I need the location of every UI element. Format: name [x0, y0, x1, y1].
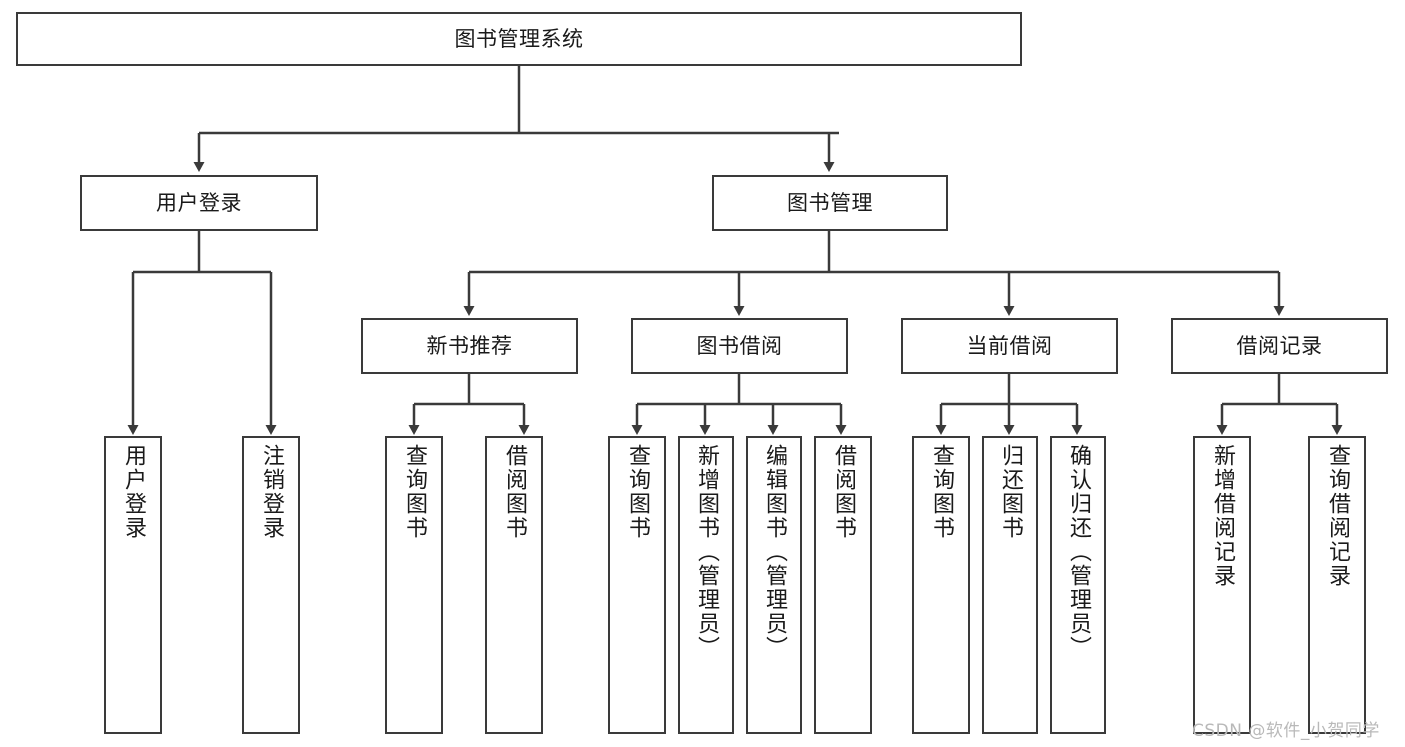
node-root-label: 图书管理系统 — [454, 26, 584, 51]
node-leaf-return-book-label: 归还图书 — [998, 444, 1023, 540]
node-leaf-borrow-book-1[interactable]: 借阅图书 — [485, 436, 543, 734]
node-new-book-recommend-label: 新书推荐 — [426, 333, 513, 358]
node-leaf-edit-book-label: 编辑图书（管理员） — [762, 444, 787, 660]
node-leaf-query-book-2-label: 查询图书 — [625, 444, 650, 540]
node-borrow-record-label: 借阅记录 — [1236, 333, 1323, 358]
node-borrow-record[interactable]: 借阅记录 — [1171, 318, 1388, 374]
node-leaf-add-book[interactable]: 新增图书（管理员） — [678, 436, 734, 734]
node-leaf-logout-login[interactable]: 注销登录 — [242, 436, 300, 734]
node-book-management-label: 图书管理 — [787, 190, 873, 215]
node-leaf-user-login-label: 用户登录 — [121, 444, 146, 540]
node-current-borrow[interactable]: 当前借阅 — [901, 318, 1118, 374]
node-leaf-query-borrow-record-label: 查询借阅记录 — [1325, 444, 1350, 588]
node-leaf-query-book-1-label: 查询图书 — [402, 444, 427, 540]
node-leaf-logout-login-label: 注销登录 — [259, 444, 284, 540]
node-leaf-borrow-book-2-label: 借阅图书 — [831, 444, 856, 540]
node-root[interactable]: 图书管理系统 — [16, 12, 1022, 66]
node-leaf-confirm-return[interactable]: 确认归还（管理员） — [1050, 436, 1106, 734]
node-leaf-query-book-3[interactable]: 查询图书 — [912, 436, 970, 734]
node-leaf-confirm-return-label: 确认归还（管理员） — [1066, 444, 1091, 660]
node-leaf-add-book-label: 新增图书（管理员） — [694, 444, 719, 660]
node-leaf-query-book-3-label: 查询图书 — [929, 444, 954, 540]
node-leaf-add-borrow-record[interactable]: 新增借阅记录 — [1193, 436, 1251, 734]
node-leaf-add-borrow-record-label: 新增借阅记录 — [1210, 444, 1235, 588]
node-leaf-borrow-book-1-label: 借阅图书 — [502, 444, 527, 540]
node-leaf-edit-book[interactable]: 编辑图书（管理员） — [746, 436, 802, 734]
node-leaf-user-login[interactable]: 用户登录 — [104, 436, 162, 734]
node-leaf-query-book-2[interactable]: 查询图书 — [608, 436, 666, 734]
node-book-management[interactable]: 图书管理 — [712, 175, 948, 231]
node-user-login[interactable]: 用户登录 — [80, 175, 318, 231]
node-book-borrow[interactable]: 图书借阅 — [631, 318, 848, 374]
watermark: CSDN @软件_小贺同学 — [1192, 721, 1380, 741]
node-current-borrow-label: 当前借阅 — [966, 333, 1053, 358]
node-leaf-return-book[interactable]: 归还图书 — [982, 436, 1038, 734]
node-book-borrow-label: 图书借阅 — [696, 333, 783, 358]
node-leaf-query-borrow-record[interactable]: 查询借阅记录 — [1308, 436, 1366, 734]
node-leaf-borrow-book-2[interactable]: 借阅图书 — [814, 436, 872, 734]
node-user-login-label: 用户登录 — [156, 190, 242, 215]
node-new-book-recommend[interactable]: 新书推荐 — [361, 318, 578, 374]
node-leaf-query-book-1[interactable]: 查询图书 — [385, 436, 443, 734]
